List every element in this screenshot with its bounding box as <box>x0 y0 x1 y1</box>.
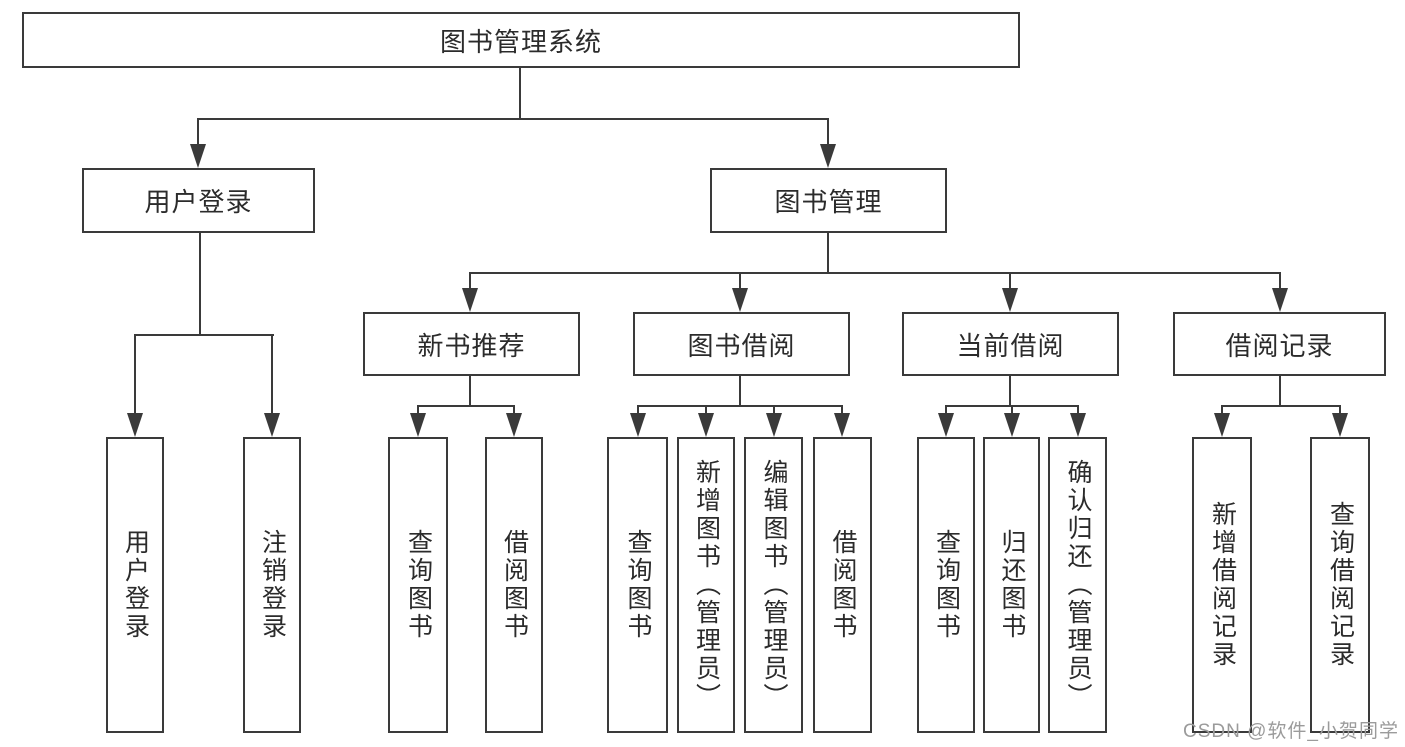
connector-line <box>705 405 707 413</box>
connector-line <box>841 405 843 413</box>
leaf-recommend-query-book: 查询图书 <box>388 437 448 733</box>
connector-line <box>1221 405 1341 407</box>
connector-line <box>134 334 274 336</box>
leaf-logout: 注销登录 <box>243 437 301 733</box>
leaf-query-borrow-record: 查询借阅记录 <box>1310 437 1370 733</box>
leaf-borrow-book: 借阅图书 <box>813 437 872 733</box>
connector-line <box>199 233 201 336</box>
connector-line <box>637 405 843 407</box>
connector-line <box>739 376 741 407</box>
connector-line <box>469 272 1281 274</box>
csdn-watermark: CSDN @软件_小贺同学 <box>1183 721 1399 742</box>
connector-line <box>197 118 829 120</box>
arrow-down-icon <box>1004 413 1020 437</box>
arrow-down-icon <box>1214 413 1230 437</box>
connector-line <box>1077 405 1079 413</box>
connector-line <box>134 334 136 413</box>
node-new-book-recommend: 新书推荐 <box>363 312 580 376</box>
arrow-down-icon <box>1332 413 1348 437</box>
leaf-return-book: 归还图书 <box>983 437 1040 733</box>
leaf-confirm-return-admin: 确认归还（管理员） <box>1048 437 1107 733</box>
leaf-recommend-borrow-book: 借阅图书 <box>485 437 543 733</box>
node-root: 图书管理系统 <box>22 12 1020 68</box>
connector-line <box>197 118 199 146</box>
leaf-borrow-query-book-label: 查询图书 <box>624 529 652 641</box>
connector-line <box>637 405 639 413</box>
arrow-down-icon <box>462 288 478 312</box>
connector-line <box>1279 272 1281 288</box>
leaf-logout-label: 注销登录 <box>258 529 287 641</box>
arrow-down-icon <box>506 413 522 437</box>
connector-line <box>1221 405 1223 413</box>
node-root-label: 图书管理系统 <box>439 26 602 57</box>
connector-line <box>1011 405 1013 413</box>
arrow-down-icon <box>938 413 954 437</box>
arrow-down-icon <box>410 413 426 437</box>
connector-line <box>417 405 419 413</box>
node-book-management-label: 图书管理 <box>774 187 883 217</box>
leaf-add-book-admin-label: 新增图书（管理员） <box>692 459 721 711</box>
leaf-add-book-admin: 新增图书（管理员） <box>677 437 735 733</box>
leaf-user-login-label: 用户登录 <box>121 529 150 641</box>
arrow-down-icon <box>698 413 714 437</box>
leaf-confirm-return-admin-label: 确认归还（管理员） <box>1064 459 1092 711</box>
arrow-down-icon <box>834 413 850 437</box>
node-current-borrow: 当前借阅 <box>902 312 1119 376</box>
connector-line <box>1009 272 1011 288</box>
leaf-add-borrow-record-label: 新增借阅记录 <box>1208 501 1237 669</box>
connector-line <box>773 405 775 413</box>
connector-line <box>945 405 947 413</box>
arrow-down-icon <box>820 144 836 168</box>
connector-line <box>827 233 829 274</box>
connector-line <box>271 334 273 413</box>
connector-line <box>417 405 515 407</box>
arrow-down-icon <box>732 288 748 312</box>
leaf-borrow-book-label: 借阅图书 <box>829 529 857 641</box>
leaf-query-borrow-record-label: 查询借阅记录 <box>1326 501 1355 669</box>
arrow-down-icon <box>1272 288 1288 312</box>
leaf-edit-book-admin-label: 编辑图书（管理员） <box>760 459 788 711</box>
arrow-down-icon <box>190 144 206 168</box>
arrow-down-icon <box>264 413 280 437</box>
leaf-current-query-book: 查询图书 <box>917 437 975 733</box>
leaf-return-book-label: 归还图书 <box>998 529 1026 641</box>
connector-line <box>513 405 515 413</box>
connector-line <box>1279 376 1281 407</box>
connector-line <box>1339 405 1341 413</box>
node-current-borrow-label: 当前借阅 <box>956 330 1065 361</box>
node-new-book-recommend-label: 新书推荐 <box>417 330 526 361</box>
leaf-user-login: 用户登录 <box>106 437 164 733</box>
leaf-borrow-query-book: 查询图书 <box>607 437 668 733</box>
leaf-edit-book-admin: 编辑图书（管理员） <box>744 437 803 733</box>
connector-line <box>469 272 471 288</box>
arrow-down-icon <box>127 413 143 437</box>
arrow-down-icon <box>630 413 646 437</box>
arrow-down-icon <box>1002 288 1018 312</box>
leaf-current-query-book-label: 查询图书 <box>932 529 961 641</box>
node-borrow-record-label: 借阅记录 <box>1225 330 1334 361</box>
arrow-down-icon <box>766 413 782 437</box>
connector-line <box>519 68 521 119</box>
leaf-add-borrow-record: 新增借阅记录 <box>1192 437 1252 733</box>
node-user-login-label: 用户登录 <box>144 187 253 217</box>
arrow-down-icon <box>1070 413 1086 437</box>
connector-line <box>1009 376 1011 407</box>
node-book-borrow-label: 图书借阅 <box>687 330 796 361</box>
node-book-borrow: 图书借阅 <box>633 312 850 376</box>
connector-line <box>469 376 471 407</box>
node-borrow-record: 借阅记录 <box>1173 312 1386 376</box>
leaf-recommend-borrow-book-label: 借阅图书 <box>500 529 529 641</box>
leaf-recommend-query-book-label: 查询图书 <box>404 529 433 641</box>
node-book-management: 图书管理 <box>710 168 947 233</box>
connector-line <box>827 118 829 146</box>
connector-line <box>739 272 741 288</box>
node-user-login: 用户登录 <box>82 168 315 233</box>
